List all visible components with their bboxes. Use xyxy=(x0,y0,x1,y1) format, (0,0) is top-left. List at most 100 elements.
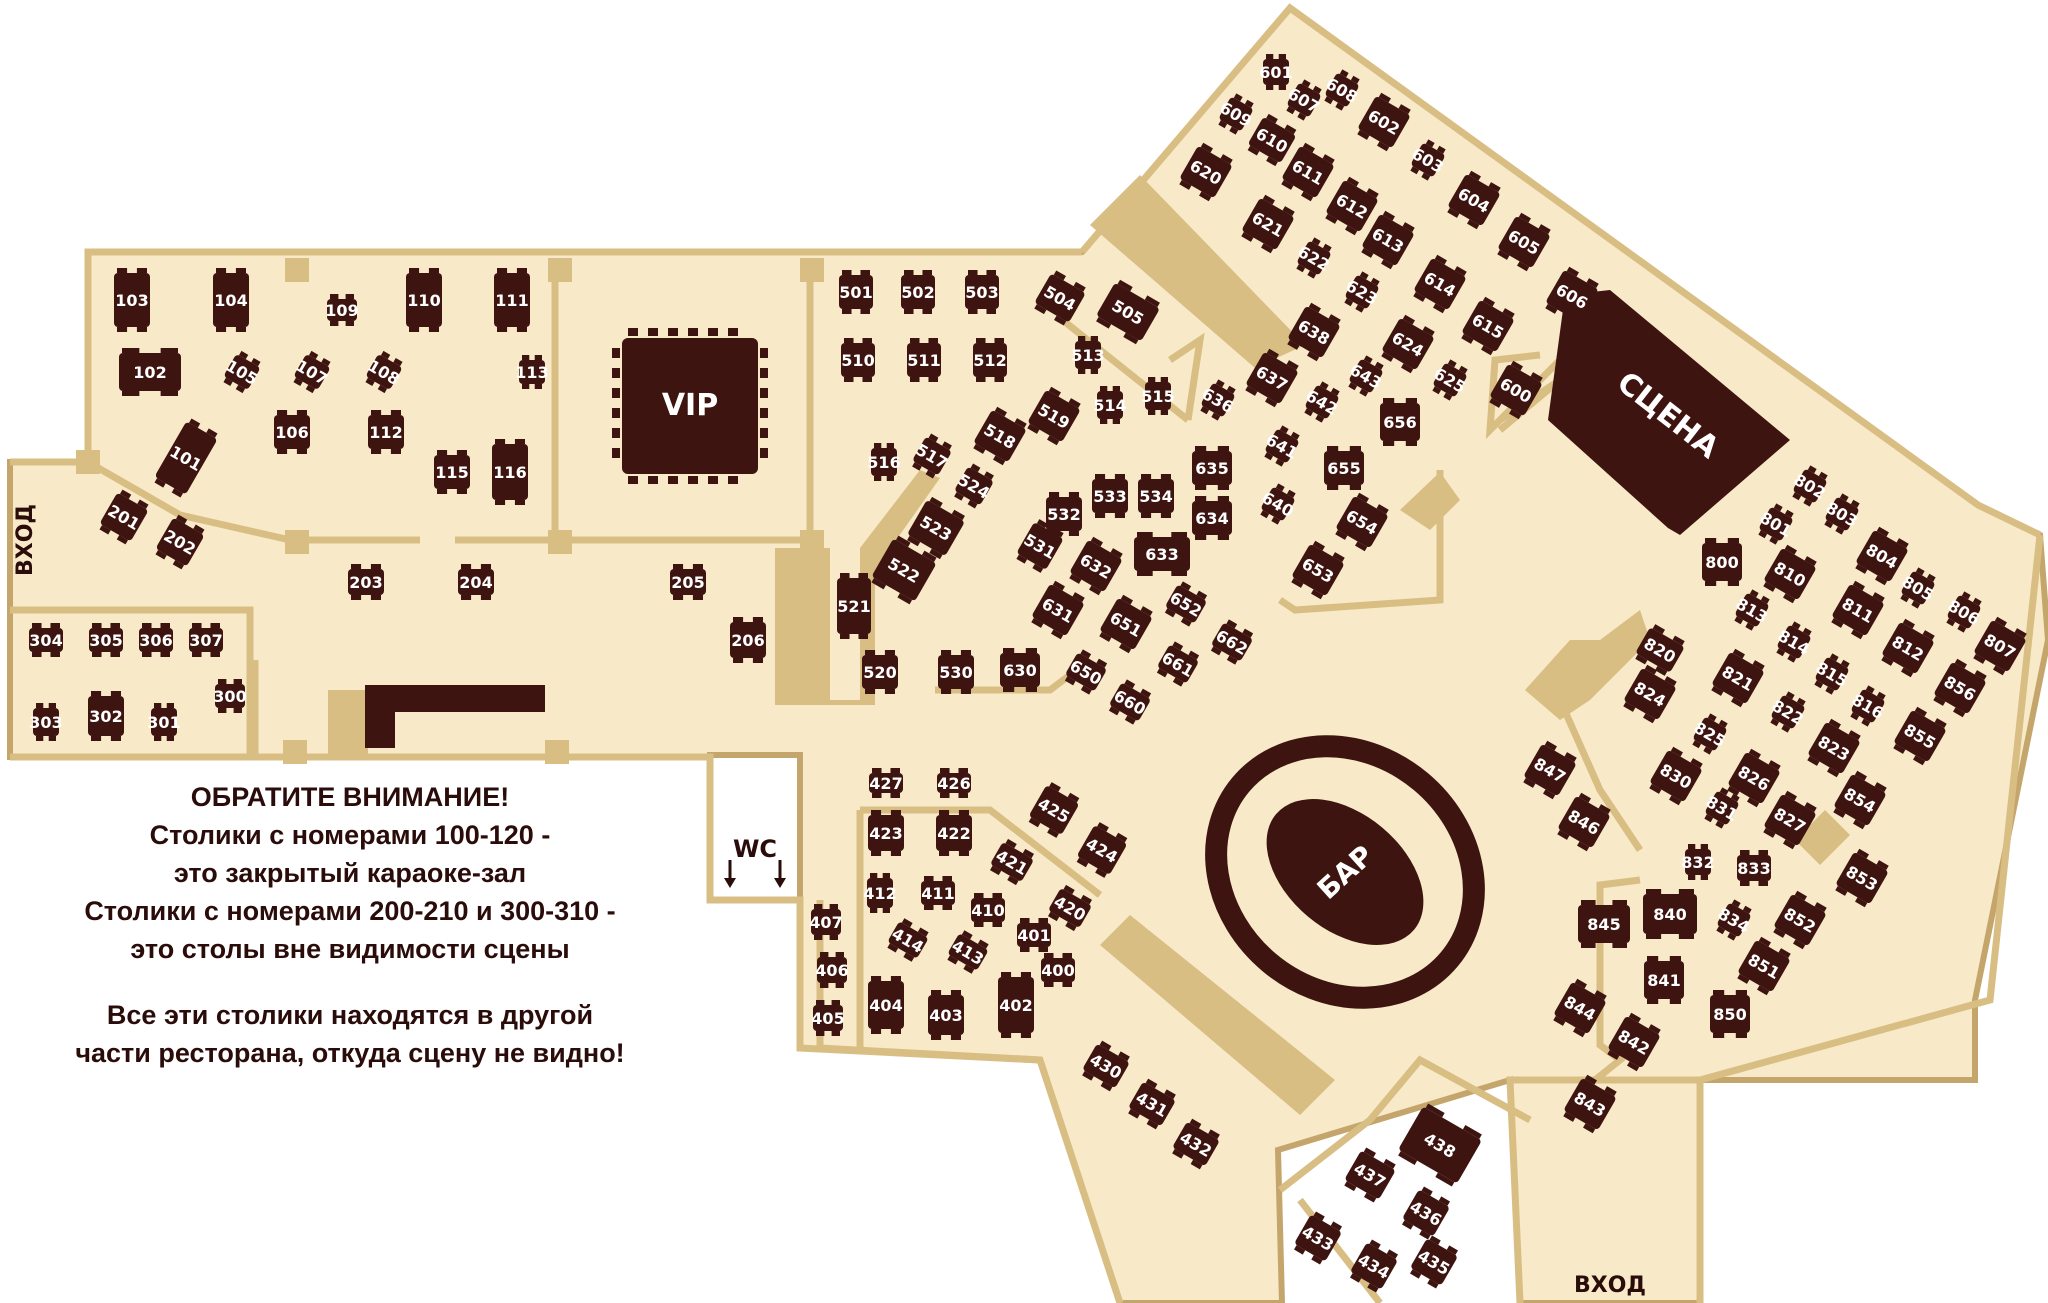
table-510[interactable]: 510 xyxy=(841,338,875,382)
table-437[interactable]: 437 xyxy=(1342,1146,1399,1204)
table-824[interactable]: 824 xyxy=(1621,663,1680,725)
table-621[interactable]: 621 xyxy=(1239,193,1298,255)
table-840[interactable]: 840 xyxy=(1643,889,1697,939)
table-830[interactable]: 830 xyxy=(1647,745,1706,807)
table-816[interactable]: 816 xyxy=(1845,682,1892,730)
table-642[interactable]: 642 xyxy=(1299,378,1346,426)
table-611[interactable]: 611 xyxy=(1279,141,1338,203)
table-534[interactable]: 534 xyxy=(1138,474,1174,518)
table-604[interactable]: 604 xyxy=(1445,169,1504,231)
table-422[interactable]: 422 xyxy=(936,810,972,856)
table-512[interactable]: 512 xyxy=(973,338,1007,382)
table-623[interactable]: 623 xyxy=(1339,268,1386,316)
table-656[interactable]: 656 xyxy=(1380,398,1420,446)
table-637[interactable]: 637 xyxy=(1243,347,1302,409)
table-635[interactable]: 635 xyxy=(1192,446,1232,490)
table-406[interactable]: 406 xyxy=(815,952,849,988)
table-421[interactable]: 421 xyxy=(987,837,1036,886)
table-603[interactable]: 603 xyxy=(1405,136,1452,184)
table-854[interactable]: 854 xyxy=(1831,769,1890,831)
table-850[interactable]: 850 xyxy=(1710,990,1750,1038)
table-804[interactable]: 804 xyxy=(1853,525,1912,587)
table-624[interactable]: 624 xyxy=(1379,313,1438,375)
table-652[interactable]: 652 xyxy=(1162,580,1209,628)
table-630[interactable]: 630 xyxy=(1000,648,1040,692)
table-405[interactable]: 405 xyxy=(811,1000,845,1036)
table-514[interactable]: 514 xyxy=(1093,386,1127,424)
table-402[interactable]: 402 xyxy=(998,972,1034,1038)
table-842[interactable]: 842 xyxy=(1605,1011,1664,1073)
table-505[interactable]: 505 xyxy=(1093,278,1162,346)
table-610[interactable]: 610 xyxy=(1245,112,1299,167)
table-427[interactable]: 427 xyxy=(869,768,903,798)
table-101[interactable]: 101 xyxy=(152,417,220,499)
table-612[interactable]: 612 xyxy=(1323,175,1382,237)
table-107[interactable]: 107 xyxy=(289,348,336,396)
table-807[interactable]: 807 xyxy=(1971,615,2030,677)
table-620[interactable]: 620 xyxy=(1177,141,1236,203)
table-846[interactable]: 846 xyxy=(1555,791,1614,853)
table-852[interactable]: 852 xyxy=(1771,889,1830,951)
table-403[interactable]: 403 xyxy=(928,990,964,1040)
table-826[interactable]: 826 xyxy=(1725,747,1784,809)
table-823[interactable]: 823 xyxy=(1805,717,1864,779)
table-661[interactable]: 661 xyxy=(1154,640,1201,688)
table-425[interactable]: 425 xyxy=(1026,781,1082,840)
table-106[interactable]: 106 xyxy=(274,410,310,454)
table-407[interactable]: 407 xyxy=(809,904,843,940)
table-856[interactable]: 856 xyxy=(1931,657,1990,719)
table-845[interactable]: 845 xyxy=(1578,900,1630,948)
table-520[interactable]: 520 xyxy=(862,650,898,694)
table-634[interactable]: 634 xyxy=(1192,496,1232,540)
table-831[interactable]: 831 xyxy=(1699,784,1746,832)
table-533[interactable]: 533 xyxy=(1092,474,1128,518)
table-822[interactable]: 822 xyxy=(1765,688,1812,736)
table-622[interactable]: 622 xyxy=(1291,234,1338,282)
table-424[interactable]: 424 xyxy=(1074,821,1130,880)
table-841[interactable]: 841 xyxy=(1644,956,1684,1004)
table-641[interactable]: 641 xyxy=(1259,422,1306,470)
table-438[interactable]: 438 xyxy=(1396,1102,1485,1188)
table-111[interactable]: 111 xyxy=(494,268,530,332)
table-206[interactable]: 206 xyxy=(730,617,766,663)
table-113[interactable]: 113 xyxy=(515,355,549,389)
table-516[interactable]: 516 xyxy=(867,443,901,481)
table-513[interactable]: 513 xyxy=(1071,336,1105,374)
table-104[interactable]: 104 xyxy=(213,268,249,332)
table-420[interactable]: 420 xyxy=(1045,883,1094,932)
table-651[interactable]: 651 xyxy=(1097,593,1156,655)
table-524[interactable]: 524 xyxy=(950,461,998,511)
table-602[interactable]: 602 xyxy=(1355,91,1414,153)
table-108[interactable]: 108 xyxy=(361,348,408,396)
table-523[interactable]: 523 xyxy=(904,495,967,560)
table-821[interactable]: 821 xyxy=(1709,647,1768,709)
table-423[interactable]: 423 xyxy=(868,810,904,856)
table-844[interactable]: 844 xyxy=(1551,977,1610,1039)
table-519[interactable]: 519 xyxy=(1025,385,1084,447)
table-625[interactable]: 625 xyxy=(1427,356,1474,404)
table-511[interactable]: 511 xyxy=(907,338,941,382)
table-502[interactable]: 502 xyxy=(901,270,935,314)
table-851[interactable]: 851 xyxy=(1735,935,1794,997)
table-504[interactable]: 504 xyxy=(1032,269,1089,327)
table-522[interactable]: 522 xyxy=(869,534,939,606)
table-833[interactable]: 833 xyxy=(1737,850,1771,886)
table-204[interactable]: 204 xyxy=(458,564,494,600)
table-643[interactable]: 643 xyxy=(1343,352,1390,400)
table-431[interactable]: 431 xyxy=(1126,1077,1179,1131)
table-433[interactable]: 433 xyxy=(1291,1210,1344,1266)
table-201[interactable]: 201 xyxy=(97,488,151,546)
table-401[interactable]: 401 xyxy=(1017,918,1051,952)
table-600[interactable]: 600 xyxy=(1487,359,1546,421)
table-414[interactable]: 414 xyxy=(885,917,931,963)
table-430[interactable]: 430 xyxy=(1080,1039,1133,1093)
table-517[interactable]: 517 xyxy=(908,431,956,481)
table-853[interactable]: 853 xyxy=(1833,847,1892,909)
table-638[interactable]: 638 xyxy=(1285,301,1344,363)
table-813[interactable]: 813 xyxy=(1729,586,1776,634)
table-636[interactable]: 636 xyxy=(1195,376,1242,424)
table-400[interactable]: 400 xyxy=(1041,953,1075,987)
table-633[interactable]: 633 xyxy=(1134,532,1190,576)
table-650[interactable]: 650 xyxy=(1062,648,1109,696)
table-411[interactable]: 411 xyxy=(921,876,955,910)
